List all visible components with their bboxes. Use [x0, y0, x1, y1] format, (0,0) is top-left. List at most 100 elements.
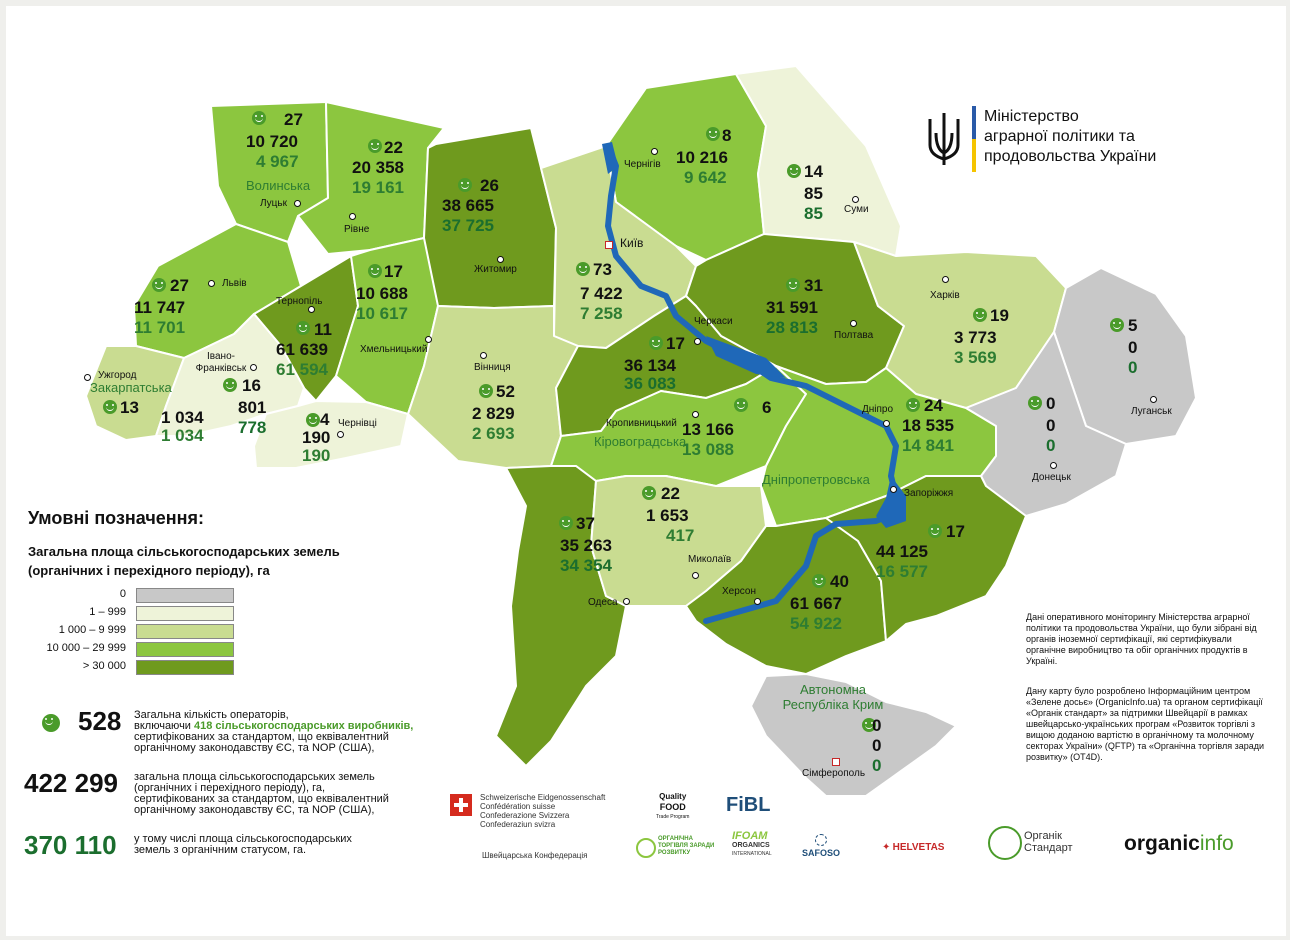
ifoam-logo: IFOAM ORGANICS INTERNATIONAL	[732, 831, 772, 859]
total-area-cherkasy: 36 134	[624, 356, 676, 375]
food-text: FOOD	[659, 802, 686, 812]
organic-area-zakarpattia: 1 034	[161, 426, 204, 445]
city-label-chernihiv: Чернігів	[624, 159, 661, 170]
safoso-text: SAFOSO	[802, 848, 841, 858]
operator-icon	[1028, 396, 1042, 410]
organic-area-poltava: 28 813	[766, 318, 818, 337]
operator-icon	[223, 378, 237, 392]
total-area-kyiv: 7 422	[580, 284, 623, 303]
city-marker	[349, 213, 356, 220]
quality-text: Quality	[659, 792, 687, 801]
operator-icon	[642, 486, 656, 500]
region-shape-chernivtsi	[253, 400, 409, 469]
helvetas-text: HELVETAS	[892, 842, 945, 853]
total-area-vinnytsia: 2 829	[472, 404, 515, 423]
city-label-lviv: Львів	[222, 278, 247, 289]
operators-count-kyiv: 73	[593, 260, 612, 279]
city-label-cherkasy: Черкаси	[694, 316, 733, 327]
organic-area-zaporizhzhia: 16 577	[876, 562, 928, 581]
operators-count-cherkasy: 17	[666, 334, 685, 353]
organic-standard-logo: Органік Стандарт	[1024, 830, 1073, 854]
organic-area-donetsk: 0	[1046, 436, 1056, 455]
quality-food-logo: Quality FOOD Trade Program	[656, 792, 689, 822]
operators-count-zakarpattia: 13	[120, 398, 139, 417]
organics-text: ORGANICS	[732, 842, 770, 849]
fibl-logo: FiBL	[726, 794, 771, 816]
city-marker	[832, 758, 840, 766]
city-marker	[480, 352, 487, 359]
organic-info-text-2: info	[1199, 832, 1234, 855]
operator-icon	[1110, 318, 1124, 332]
city-marker	[1050, 462, 1057, 469]
legend-swatch-2	[136, 624, 234, 639]
total-area-luhansk: 0	[1128, 338, 1138, 357]
operator-icon	[252, 111, 266, 125]
city-label-zhytomyr: Житомир	[474, 264, 517, 275]
city-label-ternopil: Тернопіль	[276, 296, 323, 307]
organic-area-mykolaiv: 417	[666, 526, 695, 545]
total-area-dnipro: 18 535	[902, 416, 954, 435]
total-area-odesa: 35 263	[560, 536, 612, 555]
operators-count-kherson: 40	[830, 572, 849, 591]
ot4d-text-3: РОЗВИТКУ	[658, 850, 691, 856]
swiss-text-2: Confédération suisse	[480, 802, 556, 811]
area-description: загальна площа сільськогосподарських зем…	[134, 772, 464, 816]
operator-icon	[103, 400, 117, 414]
dnieper-river	[605, 143, 904, 624]
organic-area-crimea: 0	[872, 756, 882, 775]
capital-marker	[605, 241, 613, 249]
swiss-text-3: Confederazione Svizzera	[480, 811, 570, 820]
total-area-khmelnytskyi: 10 688	[356, 284, 408, 303]
city-marker	[651, 148, 658, 155]
operators-count-sumy: 14	[804, 162, 823, 181]
organic-area-odesa: 34 354	[560, 556, 612, 575]
international-text: INTERNATIONAL	[732, 851, 772, 857]
city-label-kropyvnytskyi: Кропивницький	[606, 418, 677, 429]
city-marker	[250, 364, 257, 371]
city-label-odesa: Одеса	[588, 597, 618, 608]
operators-count-kirovohrad: 6	[762, 398, 772, 417]
legend-range-label: 10 000 – 29 999	[46, 642, 126, 654]
total-area-mykolaiv: 1 653	[646, 506, 689, 525]
organic-area-sumy: 85	[804, 204, 823, 223]
organic-area-chernivtsi: 190	[302, 446, 331, 465]
operator-icon	[576, 262, 590, 276]
total-operators: 528	[78, 706, 122, 736]
city-label-mykolaiv: Миколаїв	[688, 554, 732, 565]
legend-range-label: > 30 000	[82, 660, 126, 672]
operator-icon	[368, 139, 382, 153]
region-shape-odesa	[495, 465, 627, 767]
city-label-poltava: Полтава	[834, 330, 874, 341]
legend-range-label: 1 – 999	[89, 606, 126, 618]
city-label-dnipro: Дніпро	[862, 404, 894, 415]
operators-count-chernihiv: 8	[722, 126, 732, 145]
city-label-ivanofrankivsk: Івано-Франківськ	[195, 351, 247, 374]
operator-icon	[973, 308, 987, 322]
operators-count-lviv: 27	[170, 276, 189, 295]
city-label-kharkiv: Харків	[930, 290, 960, 301]
notes-paragraph-2: Дану карту було розроблено Інформаційним…	[1026, 686, 1265, 762]
city-label-kherson: Херсон	[722, 586, 756, 597]
total-area-volyn: 10 720	[246, 132, 298, 151]
total-area-ternopil: 61 639	[276, 340, 328, 359]
region-name-zakarpattia: Закарпатська	[90, 380, 172, 395]
ministry-name-line2: аграрної політики та	[984, 128, 1135, 145]
city-marker	[692, 572, 699, 579]
operators-count-vinnytsia: 52	[496, 382, 515, 401]
city-marker	[337, 431, 344, 438]
city-label-zaporizhzhia: Запоріжжя	[904, 488, 954, 499]
city-marker	[883, 420, 890, 427]
organic-area-rivne: 19 161	[352, 178, 404, 197]
organic-area-kyiv: 7 258	[580, 304, 623, 323]
area-text-line1: загальна площа сільськогосподарських зем…	[134, 771, 375, 783]
swiss-flag-icon	[450, 794, 472, 816]
total-area-zaporizhzhia: 44 125	[876, 542, 928, 561]
operators-count-chernivtsi: 4	[320, 410, 330, 429]
operator-icon	[812, 574, 826, 588]
organic-standard-text-1: Органік	[1024, 830, 1062, 842]
city-marker	[84, 374, 91, 381]
operators-count-kharkiv: 19	[990, 306, 1009, 325]
swiss-ua-text: Швейцарська Конфедерація	[482, 851, 588, 860]
total-area-donetsk: 0	[1046, 416, 1056, 435]
operators-count-zhytomyr: 26	[480, 176, 499, 195]
